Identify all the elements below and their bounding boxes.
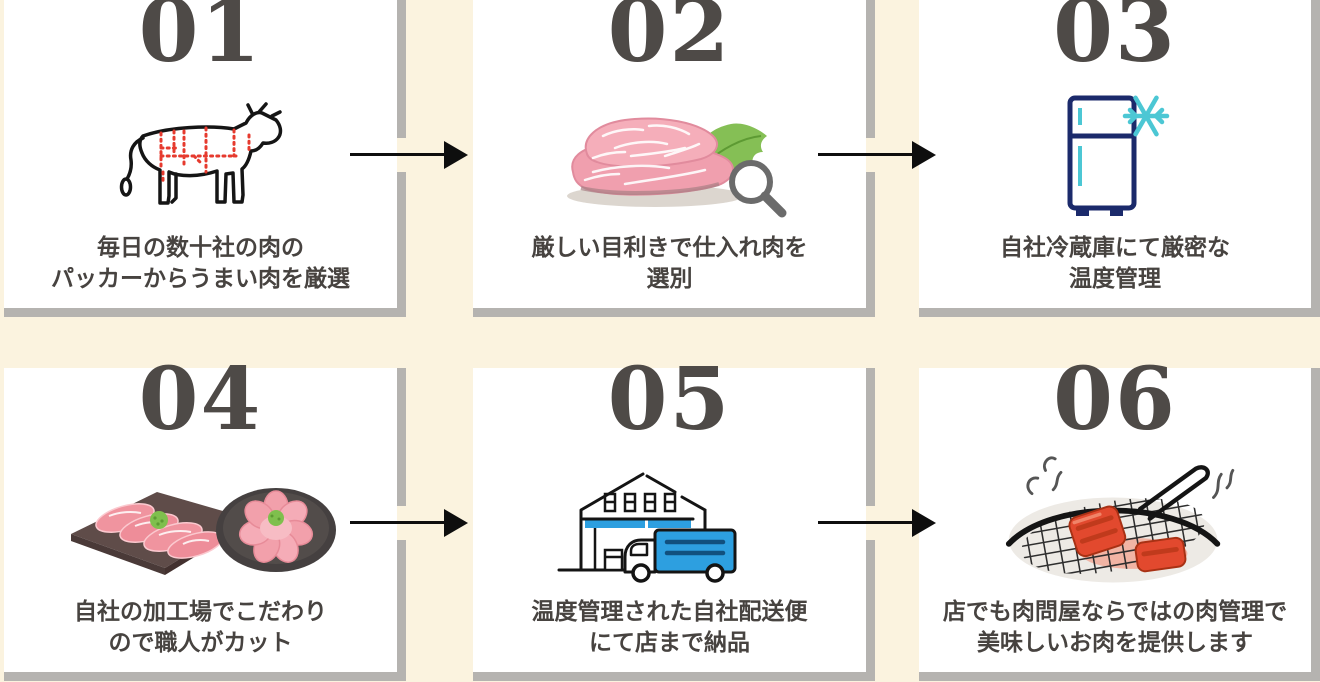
step-number: 04 (138, 349, 263, 450)
meat-plates-icon (4, 454, 397, 596)
arrow-right-icon (350, 509, 468, 537)
step-caption: 毎日の数十社の肉の パッカーからうまい肉を厳選 (4, 232, 397, 294)
step-number: 03 (1053, 0, 1177, 82)
caption-line: 自社の加工場でこだわり (74, 598, 327, 624)
step-card-03: 03 自社冷蔵庫にて厳密な 温度管理 (919, 0, 1320, 317)
caption-line: 毎日の数十社の肉の (97, 234, 304, 260)
caption-line: 店でも肉問屋ならではの肉管理で (942, 598, 1288, 624)
caption-line: 温度管理された自社配送便 (531, 598, 808, 624)
caption-line: にて店まで納品 (589, 629, 750, 655)
card-frame-bottom (473, 308, 875, 317)
step-card-02: 02 厳しい目利きで仕 (473, 0, 875, 317)
step-card-06: 06 (919, 352, 1320, 681)
card-frame-bottom (919, 308, 1320, 317)
caption-line: 厳しい目利きで仕入れ肉を (531, 234, 808, 260)
caption-line: 選別 (646, 265, 693, 291)
card-frame-right-bottom (397, 172, 406, 308)
card-frame-right-top (866, 368, 875, 506)
card-frame-right-top (866, 0, 875, 138)
card-frame-right-bottom (866, 540, 875, 672)
step-number: 06 (1053, 349, 1177, 450)
card-frame-bottom (473, 672, 875, 681)
warehouse-truck-icon (473, 454, 866, 596)
step-number: 01 (138, 0, 263, 82)
card-frame-right-bottom (866, 172, 875, 308)
cow-cuts-icon (4, 86, 397, 228)
step-card-04: 04 (4, 352, 406, 681)
step-card-05: 05 (473, 352, 875, 681)
meat-select-magnifier-icon (473, 86, 866, 228)
step-caption: 自社冷蔵庫にて厳密な 温度管理 (919, 232, 1311, 294)
arrow-right-icon (818, 509, 936, 537)
grill-meat-icon (919, 454, 1311, 596)
caption-line: 自社冷蔵庫にて厳密な (1000, 234, 1230, 260)
card-frame-right-bottom (397, 540, 406, 672)
caption-line: 美味しいお肉を提供します (977, 629, 1253, 655)
step-caption: 温度管理された自社配送便 にて店まで納品 (473, 596, 866, 658)
caption-line: パッカーからうまい肉を厳選 (51, 265, 350, 291)
step-caption: 自社の加工場でこだわり ので職人がカット (4, 596, 397, 658)
card-frame-bottom (4, 672, 406, 681)
caption-line: 温度管理 (1069, 265, 1161, 291)
arrow-right-icon (350, 141, 468, 169)
card-frame-right (1311, 368, 1320, 672)
card-frame-bottom (4, 308, 406, 317)
card-frame-right-top (397, 0, 406, 138)
step-number: 02 (607, 0, 732, 82)
card-frame-right-top (397, 368, 406, 506)
step-caption: 店でも肉問屋ならではの肉管理で 美味しいお肉を提供します (919, 596, 1311, 658)
card-frame-right (1311, 0, 1320, 308)
step-card-01: 01 (4, 0, 406, 317)
refrigerator-snowflake-icon (919, 86, 1311, 228)
caption-line: ので職人がカット (108, 629, 293, 655)
step-caption: 厳しい目利きで仕入れ肉を 選別 (473, 232, 866, 294)
arrow-right-icon (818, 141, 936, 169)
card-frame-bottom (919, 672, 1320, 681)
step-number: 05 (607, 349, 732, 450)
